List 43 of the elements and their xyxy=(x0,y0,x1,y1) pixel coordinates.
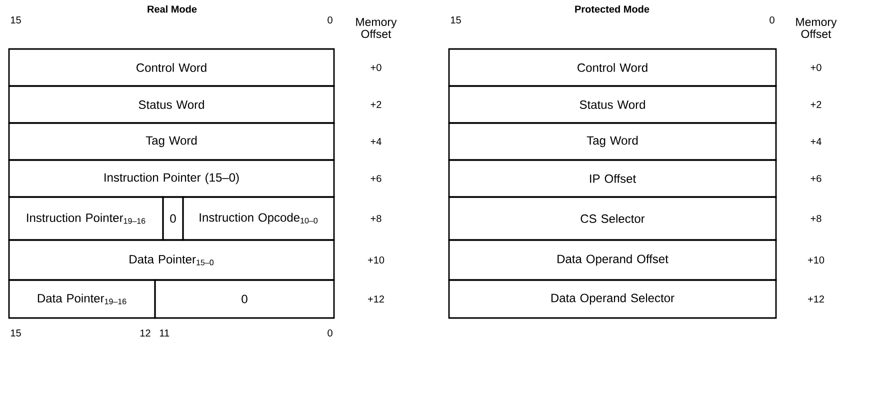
register-field: Tag Word xyxy=(448,122,777,161)
register-field: 0 xyxy=(162,196,184,241)
bit-number: 0 xyxy=(328,329,332,337)
bit-number: 15 xyxy=(450,16,461,24)
register-field: Instruction Pointer (15–0) xyxy=(8,159,335,198)
column-heading: Memory Offset xyxy=(356,18,397,38)
bit-number: 12 xyxy=(140,330,150,336)
memory-offset: +10 xyxy=(808,256,824,264)
bit-number: 15 xyxy=(10,330,21,336)
memory-offset: +2 xyxy=(370,101,382,108)
register-field: Control Word xyxy=(8,48,335,87)
memory-offset: +12 xyxy=(368,296,384,302)
register-field: Instruction Opcode$_{10–0}$ xyxy=(182,196,335,241)
register-field: Instruction Pointer$_{19–16}$ xyxy=(8,196,164,241)
register-field: Control Word xyxy=(448,48,777,87)
register-field: 0 xyxy=(154,279,335,319)
bit-number: 0 xyxy=(770,16,774,24)
bit-number: 15 xyxy=(10,16,21,24)
memory-offset: +4 xyxy=(370,138,382,145)
memory-offset: +6 xyxy=(370,174,382,182)
register-field: Status Word xyxy=(8,85,335,124)
bit-number: 11 xyxy=(160,330,170,336)
register-field: Data Pointer$_{19–16}$ xyxy=(8,279,156,319)
register-field: Data Operand Offset xyxy=(448,239,777,281)
memory-offset: +8 xyxy=(810,214,822,222)
memory-offset: +12 xyxy=(808,296,824,302)
memory-offset: +4 xyxy=(810,138,822,145)
memory-offset: +6 xyxy=(810,174,822,182)
panel-title: Real Mode xyxy=(148,5,197,13)
register-field: Data Operand Selector xyxy=(448,279,777,319)
memory-offset: +10 xyxy=(368,256,384,264)
register-field: Data Pointer$_{15–0}$ xyxy=(8,239,335,281)
memory-offset: +2 xyxy=(810,101,822,108)
panel-title: Protected Mode xyxy=(575,5,650,13)
register-field: CS Selector xyxy=(448,196,777,241)
register-field: Status Word xyxy=(448,85,777,124)
register-field: IP Offset xyxy=(448,159,777,198)
memory-offset: +0 xyxy=(810,64,822,72)
column-heading: Memory Offset xyxy=(796,18,837,38)
bit-number: 0 xyxy=(328,16,332,24)
register-field: Tag Word xyxy=(8,122,335,161)
memory-offset: +0 xyxy=(370,64,382,72)
memory-offset: +8 xyxy=(370,214,382,222)
